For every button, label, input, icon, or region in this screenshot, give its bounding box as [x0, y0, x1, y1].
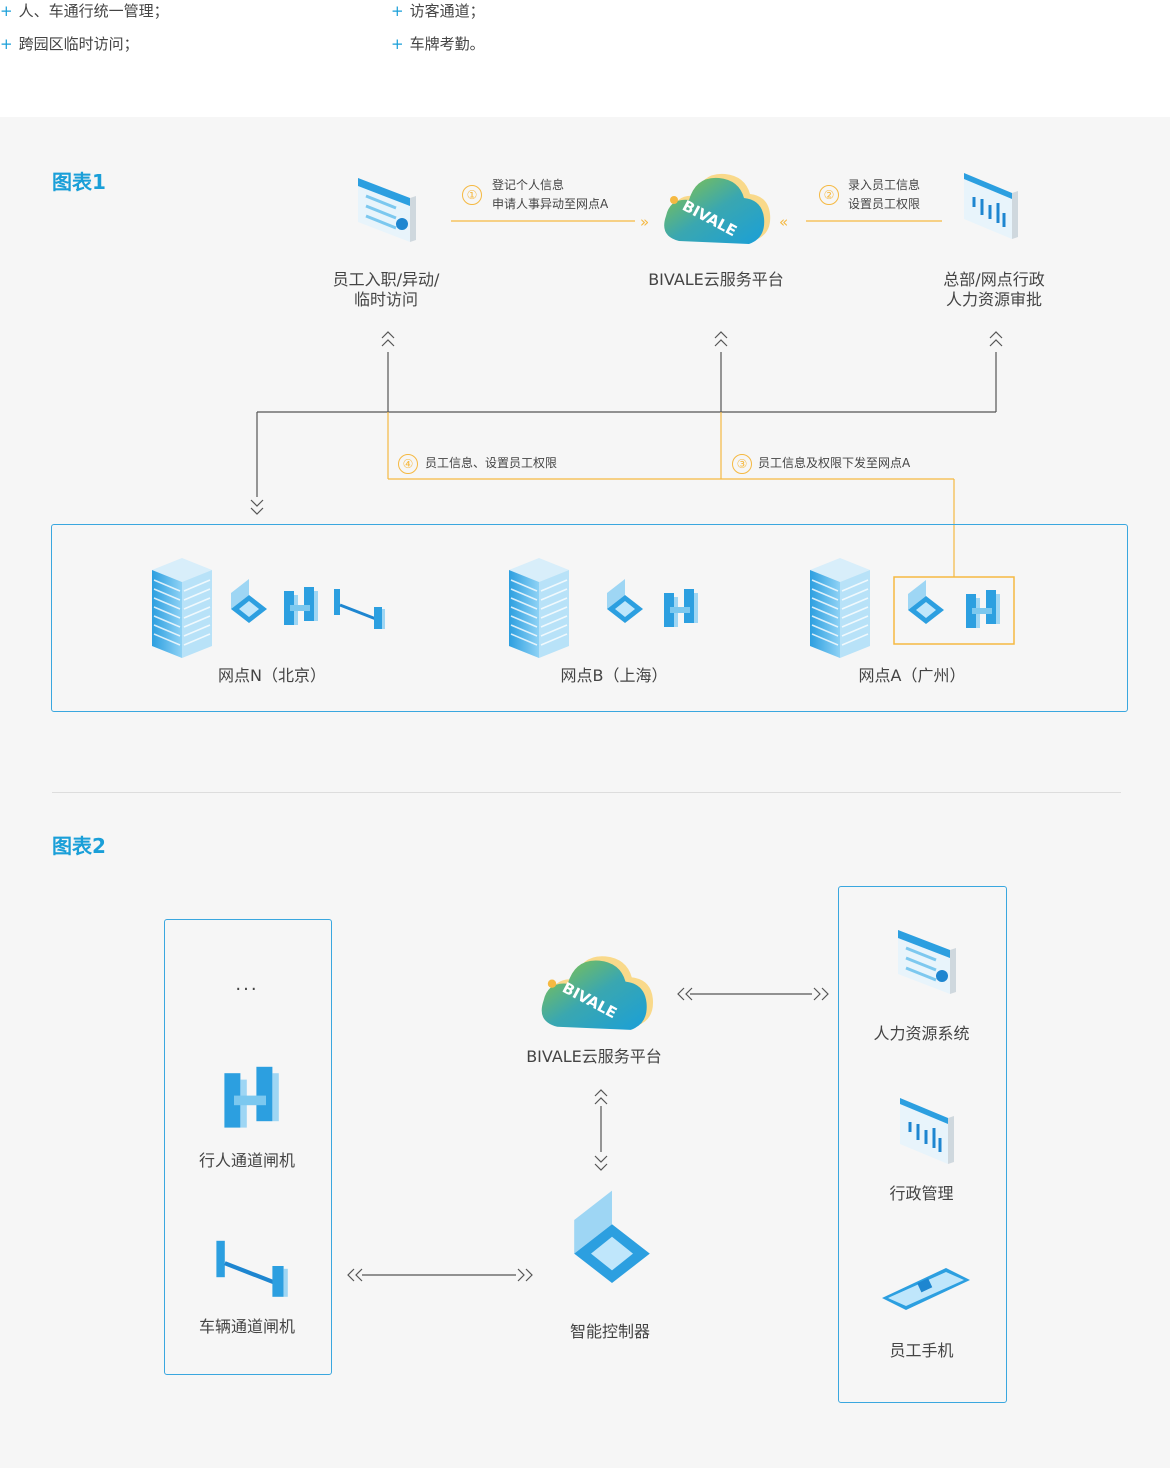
- plus-icon: +: [0, 2, 13, 20]
- hr-chart-icon: [962, 171, 1020, 241]
- site-n-label: 网点N（北京）: [218, 666, 326, 685]
- more-ellipsis: ···: [235, 979, 259, 1000]
- vehicle-gate-label: 车辆通道闸机: [198, 1317, 295, 1336]
- plus-icon: +: [391, 35, 404, 53]
- step-1-text: 登记个人信息 申请人事异动至网点A: [492, 178, 609, 211]
- figure-1-title: 图表1: [52, 170, 106, 194]
- hq-node-label: 总部/网点行政 人力资源审批: [943, 270, 1045, 309]
- divider: [52, 792, 1121, 793]
- svg-text:«: «: [779, 213, 788, 231]
- systems-container: [838, 886, 1007, 1403]
- employee-node-label: 员工入职/异动/ 临时访问: [332, 270, 440, 309]
- cloud-node-label: BIVALE云服务平台: [648, 270, 784, 289]
- feature-item: +车牌考勤。: [391, 35, 485, 53]
- site-b-label: 网点B（上海）: [560, 666, 668, 685]
- feature-item: +人、车通行统一管理；: [0, 2, 169, 20]
- fig1-connectors: » «: [250, 213, 1003, 577]
- controller-label: 智能控制器: [569, 1322, 650, 1341]
- pedestrian-gate-label: 行人通道闸机: [198, 1151, 295, 1170]
- figure-2-title: 图表2: [52, 834, 106, 858]
- plus-icon: +: [0, 35, 13, 53]
- employee-form-icon: [356, 176, 418, 244]
- hr-system-label: 人力资源系统: [873, 1024, 970, 1043]
- step-number: ④: [398, 454, 418, 474]
- controller-icon: [574, 1190, 650, 1283]
- svg-text:»: »: [640, 213, 649, 231]
- step-number: ②: [819, 185, 839, 205]
- step-3-text: 员工信息及权限下发至网点A: [758, 456, 911, 470]
- step-number: ①: [462, 185, 482, 205]
- admin-label: 行政管理: [889, 1184, 954, 1203]
- fig2-connectors: [347, 987, 829, 1282]
- feature-item: +跨园区临时访问；: [0, 35, 139, 53]
- cloud-platform-label: BIVALE云服务平台: [526, 1047, 662, 1066]
- plus-icon: +: [391, 2, 404, 20]
- employee-phone-label: 员工手机: [889, 1341, 954, 1360]
- feature-item: +访客通道；: [391, 2, 485, 20]
- cloud-icon: [664, 173, 771, 244]
- step-2-text: 录入员工信息 设置员工权限: [848, 178, 921, 211]
- site-a-label: 网点A（广州）: [858, 666, 966, 685]
- gates-container: [164, 919, 332, 1375]
- step-4-text: 员工信息、设置员工权限: [425, 456, 558, 470]
- site-a-highlight: [893, 576, 1015, 645]
- sites-container: [51, 524, 1128, 712]
- cloud-icon: [541, 956, 654, 1030]
- step-number: ③: [732, 454, 752, 474]
